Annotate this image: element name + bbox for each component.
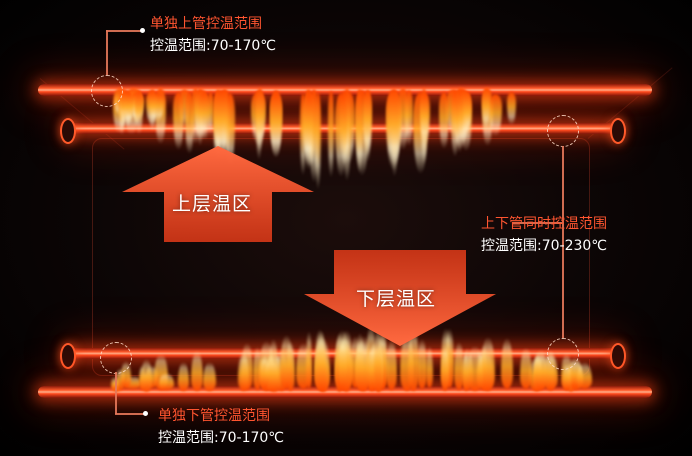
flame <box>125 92 134 126</box>
callout-line <box>562 146 564 338</box>
flame <box>404 90 413 147</box>
upper-tube-marker <box>91 75 123 107</box>
callout-dot <box>143 411 148 416</box>
upper-inner-tube-marker <box>547 115 579 147</box>
flame <box>203 362 216 392</box>
flame <box>467 346 484 392</box>
down-arrow-icon <box>304 250 496 346</box>
flame <box>417 338 427 390</box>
bottom-single-range: 控温范围:70-170℃ <box>158 430 285 446</box>
flame <box>501 337 514 389</box>
flame <box>172 91 185 150</box>
flame <box>214 90 228 159</box>
flame <box>224 92 236 168</box>
flame <box>237 352 250 391</box>
tube-end-cap <box>610 118 626 144</box>
flame <box>440 344 449 391</box>
flame <box>317 331 326 392</box>
flame <box>145 90 157 125</box>
flame <box>304 92 313 166</box>
flame <box>255 88 265 152</box>
both-tubes-range: 控温范围:70-230℃ <box>481 238 608 254</box>
callout-line <box>512 222 562 224</box>
flame <box>420 92 430 145</box>
flame <box>563 363 571 390</box>
flame <box>260 354 270 390</box>
callout-dot <box>140 28 145 33</box>
callout-line <box>106 30 142 32</box>
flame <box>482 88 491 129</box>
lower-tube-marker <box>100 342 132 374</box>
flame <box>450 91 459 158</box>
flame <box>362 89 373 157</box>
flame <box>386 339 398 390</box>
top-single-title: 单独上管控温范围 <box>150 16 262 32</box>
flame <box>115 368 125 391</box>
flame <box>455 90 464 153</box>
flame <box>533 349 549 391</box>
lower-zone-label: 下层温区 <box>356 288 437 310</box>
flame <box>339 336 347 391</box>
flame <box>439 91 450 149</box>
flame <box>190 351 203 392</box>
flame <box>280 335 294 389</box>
flame <box>306 331 313 390</box>
tube-end-cap <box>60 118 76 144</box>
flame <box>444 327 455 389</box>
flame <box>373 328 382 392</box>
flame <box>367 344 380 391</box>
flame <box>387 89 402 166</box>
callout-line <box>115 372 117 414</box>
upper-zone-label: 上层温区 <box>172 193 253 215</box>
flame <box>354 340 370 391</box>
flame <box>489 93 502 136</box>
flame <box>120 361 132 389</box>
flame <box>111 377 118 390</box>
flame <box>520 347 532 389</box>
flame <box>308 89 320 183</box>
flame <box>207 92 214 137</box>
flame <box>462 349 470 391</box>
flame <box>577 362 593 390</box>
flame <box>408 327 419 391</box>
callout-line <box>115 413 145 415</box>
flame <box>335 92 348 177</box>
flame <box>454 341 465 391</box>
flame <box>198 92 211 140</box>
tube-end-cap <box>60 343 76 369</box>
flame <box>252 346 263 391</box>
flame <box>397 88 410 151</box>
flame <box>327 90 335 179</box>
bottom-single-title: 单独下管控温范围 <box>158 408 270 424</box>
flame <box>184 91 195 154</box>
flame <box>266 351 282 392</box>
flame <box>135 91 143 134</box>
up-arrow-icon <box>122 146 314 242</box>
top-single-range: 控温范围:70-170℃ <box>150 38 277 54</box>
flame <box>178 89 191 127</box>
flame <box>269 92 283 159</box>
callout-line <box>106 30 108 75</box>
lower-outer-heating-tube <box>38 386 652 398</box>
tube-end-cap <box>610 343 626 369</box>
flame <box>507 92 516 125</box>
lower-inner-tube-marker <box>547 338 579 370</box>
flame <box>481 337 495 391</box>
flame <box>177 362 190 392</box>
flame <box>158 372 174 390</box>
flame <box>140 359 153 392</box>
flame <box>426 346 434 389</box>
both-tubes-title: 上下管同时控温范围 <box>481 216 607 232</box>
